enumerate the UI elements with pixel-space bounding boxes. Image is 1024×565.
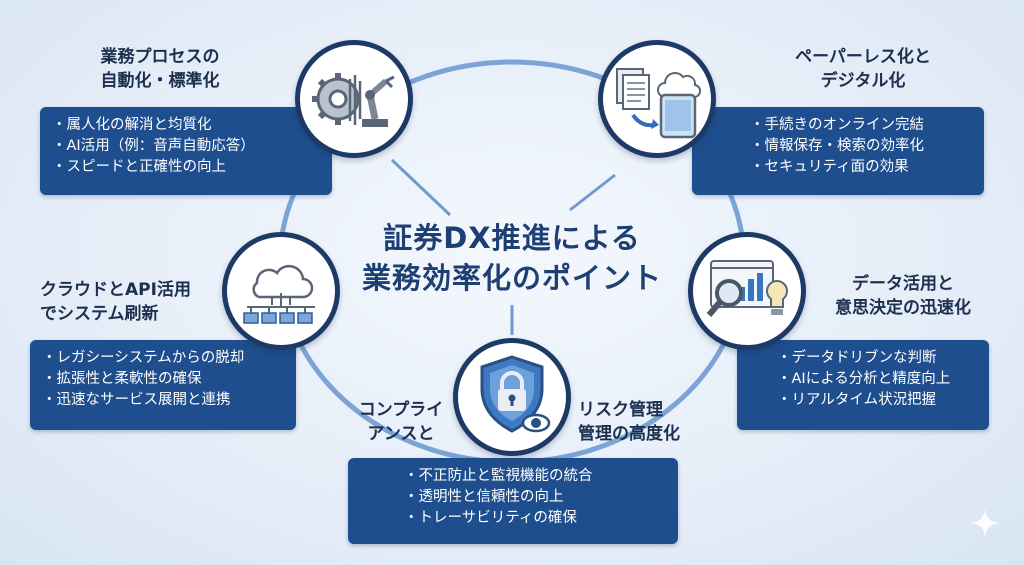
topic-heading-paperless: ペーパーレス化と デジタル化 bbox=[795, 47, 931, 91]
topic-heading-risk: リスク管理 管理の高度化 bbox=[578, 400, 680, 444]
title-line-1: 証券DX推進による bbox=[383, 221, 641, 255]
shield-lock-eye-icon bbox=[453, 338, 571, 456]
topic-box-automation: 属人化の解消と均質化 AI活用（例：音声自動応答） スピードと正確性の向上 bbox=[40, 107, 332, 195]
bullet: セキュリティ面の効果 bbox=[750, 157, 972, 178]
topic-heading-automation: 業務プロセスの 自動化・標準化 bbox=[100, 47, 220, 91]
title-line-2: 業務効率化のポイント bbox=[361, 261, 662, 295]
bullet: 情報保存・検索の効率化 bbox=[750, 136, 972, 157]
documents-to-tablet-icon bbox=[598, 40, 716, 158]
analytics-magnifier-lightbulb-icon bbox=[688, 232, 806, 350]
bullet: 拡張性と柔軟性の確保 bbox=[42, 369, 284, 390]
topic-box-paperless: 手続きのオンライン完結 情報保存・検索の効率化 セキュリティ面の効果 bbox=[692, 107, 984, 195]
topic-heading-cloud-api: クラウドとAPI活用 でシステム刷新 bbox=[40, 280, 191, 324]
bullet: AIによる分析と精度向上 bbox=[777, 369, 977, 390]
bullet: トレーサビリティの確保 bbox=[404, 508, 666, 529]
topic-heading-compliance: コンプライ アンスと bbox=[358, 400, 444, 444]
bullet: レガシーシステムからの脱却 bbox=[42, 348, 284, 369]
diagram-title: 証券DX推進による 業務効率化のポイント bbox=[330, 218, 694, 298]
bullet: 迅速なサービス展開と連携 bbox=[42, 390, 284, 411]
bullet: 手続きのオンライン完結 bbox=[750, 115, 972, 136]
bullet: 不正防止と監視機能の統合 bbox=[404, 466, 666, 487]
bullet: AI活用（例：音声自動応答） bbox=[52, 136, 320, 157]
topic-box-cloud-api: レガシーシステムからの脱却 拡張性と柔軟性の確保 迅速なサービス展開と連携 bbox=[30, 340, 296, 430]
topic-box-data: データドリブンな判断 AIによる分析と精度向上 リアルタイム状況把握 bbox=[737, 340, 989, 430]
sparkle-icon bbox=[970, 508, 1000, 538]
bullet: リアルタイム状況把握 bbox=[777, 390, 977, 411]
gear-robot-arm-icon bbox=[295, 40, 413, 158]
bullet: 属人化の解消と均質化 bbox=[52, 115, 320, 136]
bullet: スピードと正確性の向上 bbox=[52, 157, 320, 178]
cloud-network-icon bbox=[222, 232, 340, 350]
bullet: 透明性と信頼性の向上 bbox=[404, 487, 666, 508]
bullet: データドリブンな判断 bbox=[777, 348, 977, 369]
topic-box-compliance: 不正防止と監視機能の統合 透明性と信頼性の向上 トレーサビリティの確保 bbox=[348, 458, 678, 544]
topic-heading-data: データ活用と 意思決定の迅速化 bbox=[835, 274, 971, 318]
